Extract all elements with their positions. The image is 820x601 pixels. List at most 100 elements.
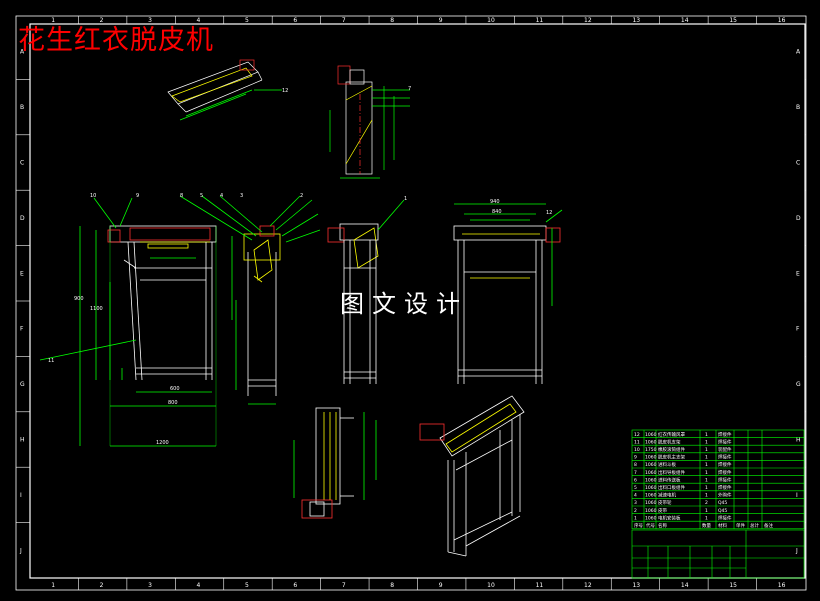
zone-row-label: B bbox=[20, 104, 24, 111]
zone-column-label: 14 bbox=[681, 17, 689, 24]
zone-column-label: 12 bbox=[584, 17, 592, 24]
table-cell-name: 皮带 bbox=[658, 507, 667, 514]
table-cell-note: 装配件 bbox=[718, 446, 732, 453]
zone-column-label: 11 bbox=[536, 582, 544, 589]
dim-lower-width: 600 bbox=[170, 386, 180, 392]
zone-row-label: B bbox=[796, 104, 800, 111]
zone-column-label: 1 bbox=[51, 17, 55, 24]
zone-column-label: 16 bbox=[778, 582, 786, 589]
table-header-cell: 序号 bbox=[634, 522, 643, 529]
table-cell-name: 出料口板组件 bbox=[658, 484, 685, 491]
table-cell-no: 8 bbox=[634, 462, 637, 468]
table-cell-no: 1 bbox=[634, 515, 637, 521]
dim-side-height: 900 bbox=[74, 296, 84, 302]
table-cell-no: 6 bbox=[634, 477, 637, 483]
table-cell-qty: 1 bbox=[705, 455, 708, 461]
table-cell-note: Q45 bbox=[718, 500, 727, 506]
table-cell-note: 焊接件 bbox=[718, 514, 732, 521]
zone-column-label: 5 bbox=[245, 582, 249, 589]
front-view bbox=[39, 197, 217, 447]
table-cell-qty: 2 bbox=[705, 500, 708, 506]
table-cell-code: 1060 bbox=[645, 485, 657, 491]
isometric-view bbox=[419, 395, 525, 557]
zone-column-label: 12 bbox=[584, 582, 592, 589]
zone-column-label: 11 bbox=[536, 17, 544, 24]
table-cell-code: 1750 bbox=[645, 447, 657, 453]
side-section-view bbox=[179, 195, 321, 405]
table-cell-note: 焊接件 bbox=[718, 454, 732, 461]
table-cell-note: 焊接件 bbox=[718, 461, 732, 468]
table-cell-name: 皮带轮 bbox=[658, 499, 672, 506]
table-cell-code: 1060 bbox=[645, 462, 657, 468]
right-front-view bbox=[453, 203, 563, 384]
title-block bbox=[631, 529, 805, 579]
zone-row-label: E bbox=[20, 270, 24, 277]
zone-column-label: 2 bbox=[100, 17, 104, 24]
zone-column-label: 3 bbox=[148, 17, 152, 24]
table-cell-name: 红衣传输风罩 bbox=[658, 431, 685, 438]
table-cell-name: 减速电机 bbox=[658, 492, 676, 499]
callout-number: 12 bbox=[546, 210, 552, 216]
zone-column-label: 14 bbox=[681, 582, 689, 589]
zone-column-label: 5 bbox=[245, 17, 249, 24]
zone-columns: 1122334455667788991010111112121313141415… bbox=[51, 16, 786, 590]
table-cell-name: 脱皮机支架 bbox=[658, 438, 681, 445]
zone-column-label: 15 bbox=[729, 582, 737, 589]
zone-row-label: G bbox=[20, 381, 25, 388]
zone-row-label: E bbox=[796, 270, 800, 277]
zone-column-label: 10 bbox=[487, 17, 495, 24]
table-cell-qty: 1 bbox=[705, 508, 708, 514]
table-cell-code: 1060 bbox=[645, 432, 657, 438]
table-cell-code: 1060 bbox=[645, 515, 657, 521]
table-frame bbox=[631, 429, 805, 530]
zone-row-label: A bbox=[20, 49, 25, 56]
zone-column-label: 10 bbox=[487, 582, 495, 589]
zone-column-label: 1 bbox=[51, 582, 55, 589]
table-cell-note: 焊接件 bbox=[718, 476, 732, 483]
callout-number: 11 bbox=[48, 358, 54, 364]
table-cell-no: 3 bbox=[634, 500, 637, 506]
zone-row-label: H bbox=[20, 437, 25, 444]
zone-column-label: 6 bbox=[293, 17, 297, 24]
zone-column-label: 9 bbox=[439, 17, 443, 24]
table-cell-qty: 1 bbox=[705, 485, 708, 491]
table-cell-name: 出料导板组件 bbox=[658, 469, 685, 476]
table-cell-no: 4 bbox=[634, 493, 637, 499]
zone-column-label: 7 bbox=[342, 17, 346, 24]
zone-column-label: 16 bbox=[778, 17, 786, 24]
callout-number: 8 bbox=[180, 193, 183, 199]
table-cell-note: 焊接件 bbox=[718, 469, 732, 476]
zone-row-label: C bbox=[796, 160, 800, 167]
table-cell-no: 9 bbox=[634, 455, 637, 461]
table-cell-name: 橡胶滚筒组件 bbox=[658, 446, 685, 453]
table-cell-no: 2 bbox=[634, 508, 637, 514]
zone-row-label: I bbox=[796, 492, 798, 499]
zone-column-label: 8 bbox=[390, 17, 394, 24]
table-cell-qty: 1 bbox=[705, 493, 708, 499]
table-header-cell: 总计 bbox=[750, 522, 759, 529]
callout-number: 2 bbox=[300, 193, 303, 199]
callout-number: 4 bbox=[220, 193, 223, 199]
table-cell-qty: 1 bbox=[705, 515, 708, 521]
table-cell-note: 焊接件 bbox=[718, 438, 732, 445]
table-cell-no: 10 bbox=[634, 447, 640, 453]
table-cell-name: 进料斗板 bbox=[658, 461, 676, 468]
outer-border bbox=[15, 15, 807, 591]
watermark-text: 图文设计 bbox=[340, 290, 468, 318]
table-cell-qty: 1 bbox=[705, 439, 708, 445]
table-header-cell: 单件 bbox=[736, 522, 745, 529]
dim-top-width-right: 940 bbox=[490, 199, 500, 205]
zone-column-label: 8 bbox=[390, 582, 394, 589]
side-view bbox=[327, 199, 405, 384]
zone-row-label: J bbox=[795, 547, 798, 554]
dim-frame-width: 800 bbox=[168, 400, 178, 406]
zone-row-label: F bbox=[796, 326, 800, 333]
table-header-cell: 材料 bbox=[718, 522, 727, 529]
zone-row-label: D bbox=[796, 215, 801, 222]
table-cell-name: 进料传送板 bbox=[658, 476, 681, 483]
callout-number: 7 bbox=[408, 86, 411, 92]
callout-number: 12 bbox=[282, 88, 288, 94]
